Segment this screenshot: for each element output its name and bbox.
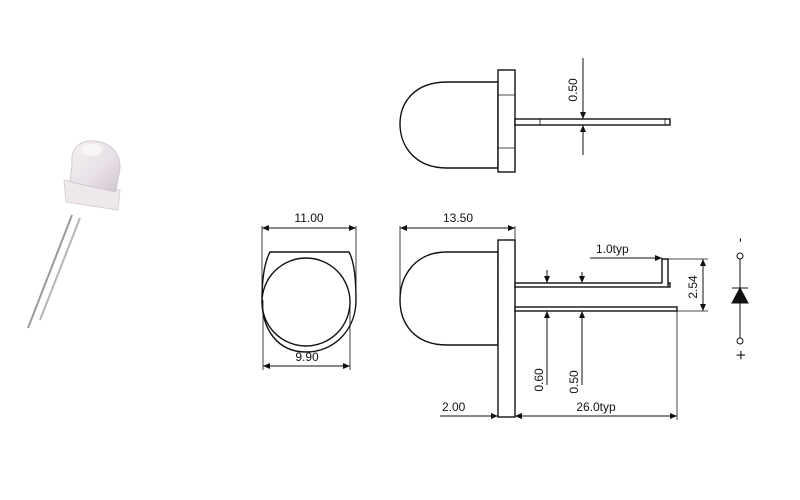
diode-triangle bbox=[731, 286, 749, 304]
dim-top-lead-thickness: 0.50 bbox=[566, 78, 580, 102]
dim-side-body-length: 13.50 bbox=[443, 211, 473, 225]
side-view: 13.50 1.0typ 2.54 0.60 0.50 2.00 26.0typ bbox=[399, 211, 708, 420]
dim-flange-thickness: 2.00 bbox=[442, 400, 466, 414]
dim-lead-width: 0.60 bbox=[532, 368, 546, 392]
anode-terminal bbox=[736, 337, 744, 345]
anode-mark: + bbox=[734, 350, 749, 361]
dim-lead-length: 26.0typ bbox=[576, 400, 616, 414]
top-view: 0.50 bbox=[399, 58, 671, 173]
dim-front-inner-diameter: 9.90 bbox=[295, 350, 319, 364]
front-view: 11.00 9.90 bbox=[261, 211, 357, 370]
dim-lead-bend: 1.0typ bbox=[596, 242, 629, 256]
cathode-terminal bbox=[736, 252, 744, 260]
led-3d-render bbox=[27, 140, 121, 329]
dim-lead-pitch: 2.54 bbox=[686, 275, 700, 299]
cathode-mark: - bbox=[733, 237, 748, 242]
dim-lead-thickness: 0.50 bbox=[567, 370, 581, 394]
dim-front-outer-diameter: 11.00 bbox=[294, 211, 323, 225]
diode-symbol: - + bbox=[731, 237, 749, 361]
